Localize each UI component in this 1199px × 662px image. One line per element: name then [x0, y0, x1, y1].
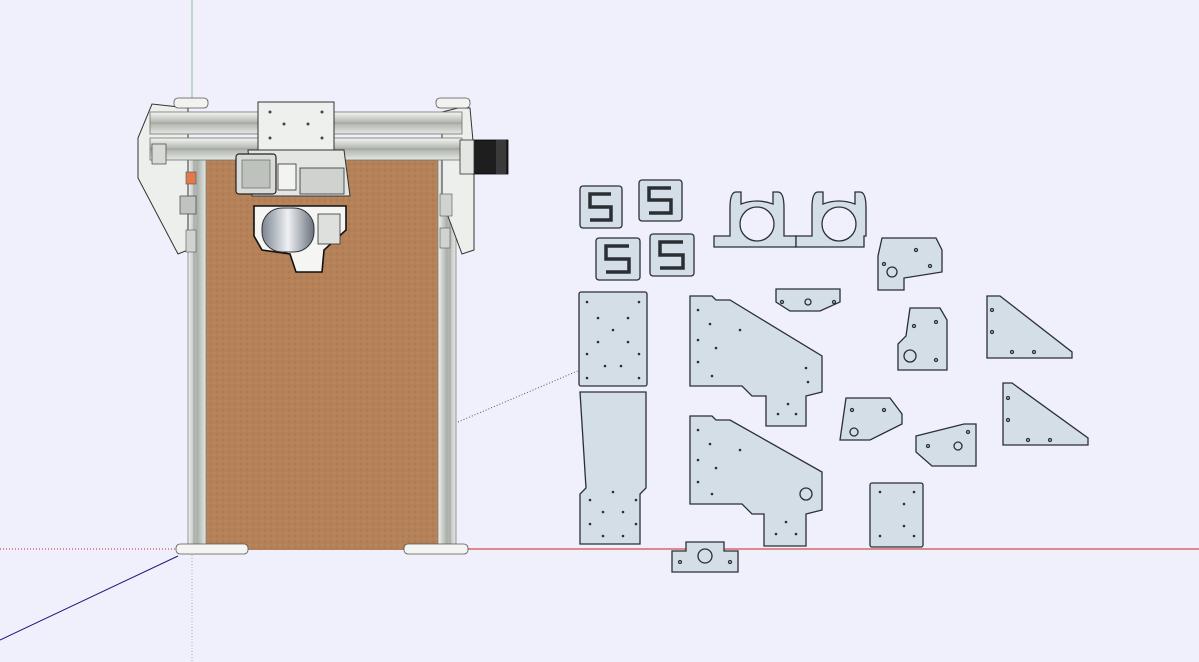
spindle — [261, 207, 315, 253]
side-plate-part[interactable] — [689, 415, 823, 547]
side-plate-part[interactable] — [689, 295, 823, 427]
right-foot — [403, 543, 469, 555]
cnc-machine-model[interactable] — [137, 97, 509, 555]
blue-axis — [0, 555, 179, 641]
gantry-base-plate-part[interactable] — [579, 391, 647, 545]
bracket-plate-part[interactable] — [839, 397, 903, 441]
cut-parts-layout[interactable] — [578, 179, 1089, 573]
bracket-plate-part[interactable] — [915, 423, 977, 467]
guide-dotted-line — [457, 369, 581, 423]
gantry-base-plate-part[interactable] — [578, 291, 648, 387]
gantry-cap-right — [435, 97, 471, 109]
spindle-clamp-part[interactable] — [713, 191, 797, 248]
motor-bracket-part[interactable] — [897, 307, 948, 371]
triangle-gusset-part[interactable] — [986, 295, 1073, 359]
s-clip-part[interactable] — [595, 237, 641, 281]
z-carriage — [257, 101, 335, 151]
s-clip-part[interactable] — [649, 233, 695, 277]
gantry-cap-left — [173, 97, 209, 109]
s-clip-part[interactable] — [579, 185, 623, 229]
carriage-holes — [268, 110, 324, 140]
left-foot — [175, 543, 249, 555]
rect-plate-part[interactable] — [869, 482, 924, 548]
spindle-clamp-part[interactable] — [795, 191, 867, 248]
limit-switch — [185, 171, 197, 185]
nut-block-part[interactable] — [671, 541, 739, 573]
s-clip-part[interactable] — [638, 179, 683, 222]
triangle-gusset-part[interactable] — [1002, 382, 1089, 446]
motor-bracket-part[interactable] — [877, 237, 943, 291]
bar-plate-part[interactable] — [775, 288, 841, 312]
